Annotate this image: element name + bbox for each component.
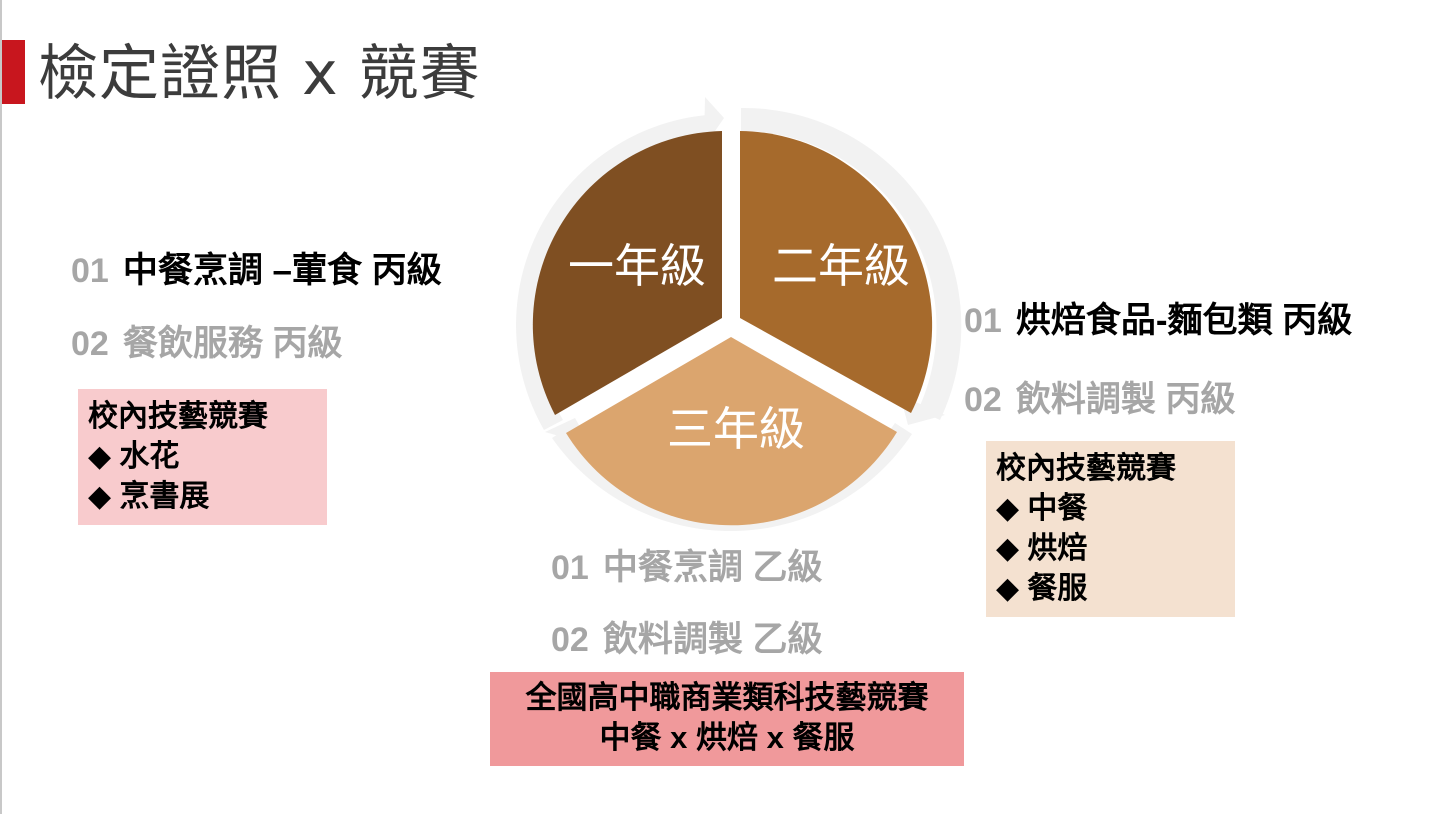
cert-number: 01: [964, 302, 1002, 340]
cert-number: 02: [964, 381, 1002, 419]
year3-competition-box: 全國高中職商業類科技藝競賽 中餐 x 烘焙 x 餐服: [490, 672, 964, 766]
year3-cert-1: 01 中餐烹調 乙級: [551, 547, 823, 589]
competition-item: ◆ 中餐: [996, 492, 1088, 525]
cert-text: 飲料調製 丙級: [1015, 380, 1236, 419]
slide-title: 檢定證照 x 競賽: [38, 39, 481, 109]
cert-text: 中餐烹調 –葷食 丙級: [122, 251, 442, 290]
competition-item: ◆ 水花: [88, 440, 180, 473]
segment-label-year1: 一年級: [568, 239, 706, 293]
ring-arc-right: [741, 107, 962, 420]
competition-item: ◆ 烹書展: [88, 480, 210, 513]
ring-arc-bottom: [552, 423, 912, 532]
year3-cert-2: 02 飲料調製 乙級: [551, 619, 823, 661]
cert-text: 飲料調製 乙級: [602, 620, 823, 659]
slide-left-border: [0, 0, 2, 814]
year2-competition-box: 校內技藝競賽 ◆ 中餐 ◆ 烘焙 ◆ 餐服: [986, 441, 1235, 617]
year2-cert-2: 02 飲料調製 丙級: [964, 379, 1236, 421]
cert-number: 01: [71, 252, 109, 290]
title-accent-bar: [2, 40, 25, 104]
year1-cert-2: 02 餐飲服務 丙級: [71, 323, 343, 365]
segment-year2: [740, 131, 933, 413]
ring-arc-top: [516, 115, 707, 430]
year1-competition-box: 校內技藝競賽 ◆ 水花 ◆ 烹書展: [78, 389, 327, 525]
competition-title: 校內技藝競賽: [996, 452, 1176, 485]
competition-item: ◆ 餐服: [996, 572, 1088, 605]
cert-text: 中餐烹調 乙級: [602, 548, 823, 587]
cert-text: 烘焙食品-麵包類 丙級: [1015, 301, 1353, 340]
segment-label-year3: 三年級: [667, 402, 805, 456]
cert-number: 02: [71, 325, 109, 363]
year2-cert-1: 01 烘焙食品-麵包類 丙級: [964, 300, 1352, 342]
cert-number: 01: [551, 549, 589, 587]
competition-item: ◆ 烘焙: [996, 532, 1088, 565]
competition-title: 全國高中職商業類科技藝競賽: [525, 680, 929, 715]
competition-title: 校內技藝競賽: [88, 400, 268, 433]
segment-year3: [566, 337, 897, 526]
cert-text: 餐飲服務 丙級: [122, 324, 343, 363]
segment-year1: [532, 131, 722, 415]
competition-subtitle: 中餐 x 烘焙 x 餐服: [599, 720, 855, 755]
cert-number: 02: [551, 621, 589, 659]
segment-label-year2: 二年級: [772, 239, 910, 293]
year1-cert-1: 01 中餐烹調 –葷食 丙級: [71, 250, 442, 292]
